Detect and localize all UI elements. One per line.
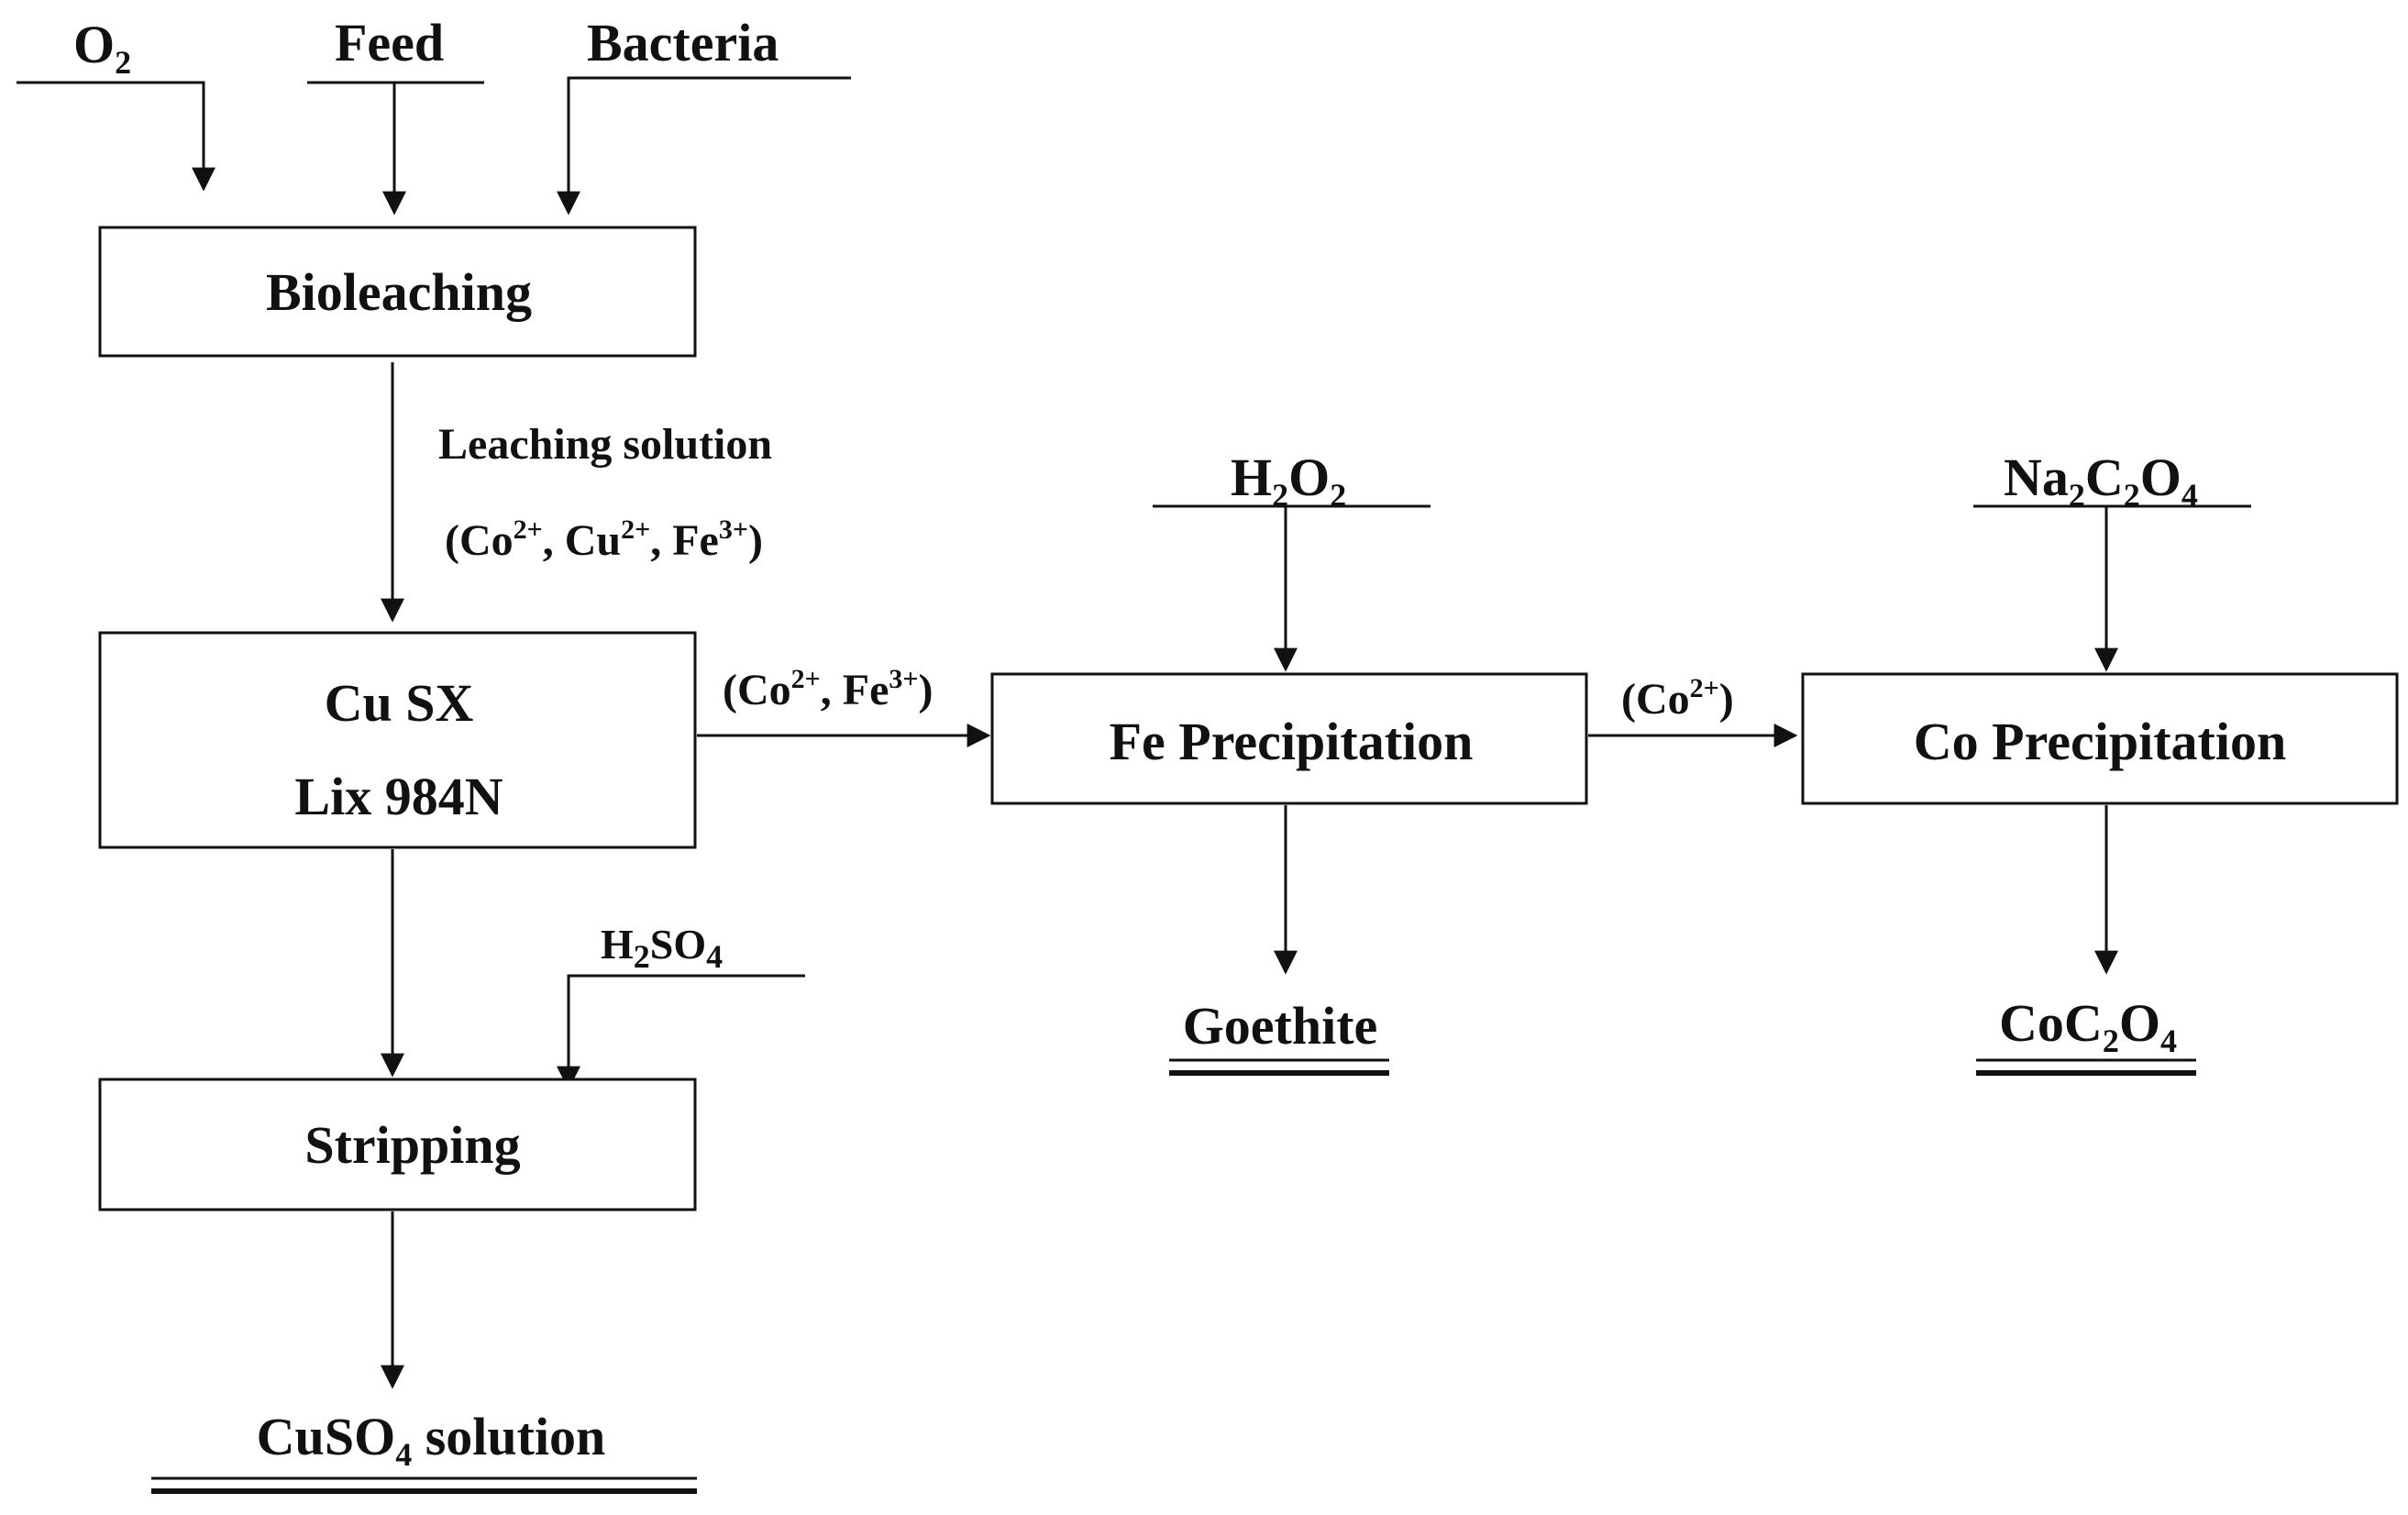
coc2o4-label: CoC2O4: [1999, 993, 2177, 1059]
input-feed: Feed: [307, 13, 484, 216]
input-o2: O2: [17, 15, 215, 192]
leach-ions-label: (Co2+, Cu2+, Fe3+): [445, 514, 763, 565]
fe-precipitation-label: Fe Precipitation: [1110, 712, 1474, 771]
co-precipitation-box: [1801, 672, 2399, 805]
bioleaching-box: [98, 226, 697, 358]
cu-sx-label: Cu SX: [325, 673, 474, 733]
stripping-label: Stripping: [304, 1115, 520, 1175]
fe-precipitation-box: [990, 672, 1588, 805]
cu-sx-box: [98, 631, 697, 849]
leaching-solution-label: Leaching solution: [438, 420, 772, 469]
fe-filtrate-label: (Co2+): [1621, 673, 1734, 724]
o2-label: O2: [73, 15, 131, 81]
o2-arrow: [17, 81, 215, 192]
bacteria-arrow: [557, 76, 851, 216]
stripping-box: [98, 1078, 697, 1211]
na2c2o4-label: Na2C2O4: [2004, 448, 2198, 514]
input-bacteria: Bacteria: [557, 13, 851, 216]
goethite-label: Goethite: [1183, 996, 1378, 1056]
bacteria-label: Bacteria: [587, 13, 779, 72]
h2so4-label: H2SO4: [601, 921, 723, 975]
bioleaching-label: Bioleaching: [266, 262, 532, 322]
h2so4-arrow: [557, 974, 805, 1090]
feed-label: Feed: [335, 13, 444, 72]
cuso4-label: CuSO4 solution: [257, 1407, 606, 1473]
lix-label: Lix 984N: [294, 767, 503, 826]
raffinate-ions-label: (Co2+, Fe3+): [723, 664, 933, 714]
h2o2-label: H2O2: [1231, 448, 1346, 514]
co-precipitation-label: Co Precipitation: [1914, 712, 2286, 771]
